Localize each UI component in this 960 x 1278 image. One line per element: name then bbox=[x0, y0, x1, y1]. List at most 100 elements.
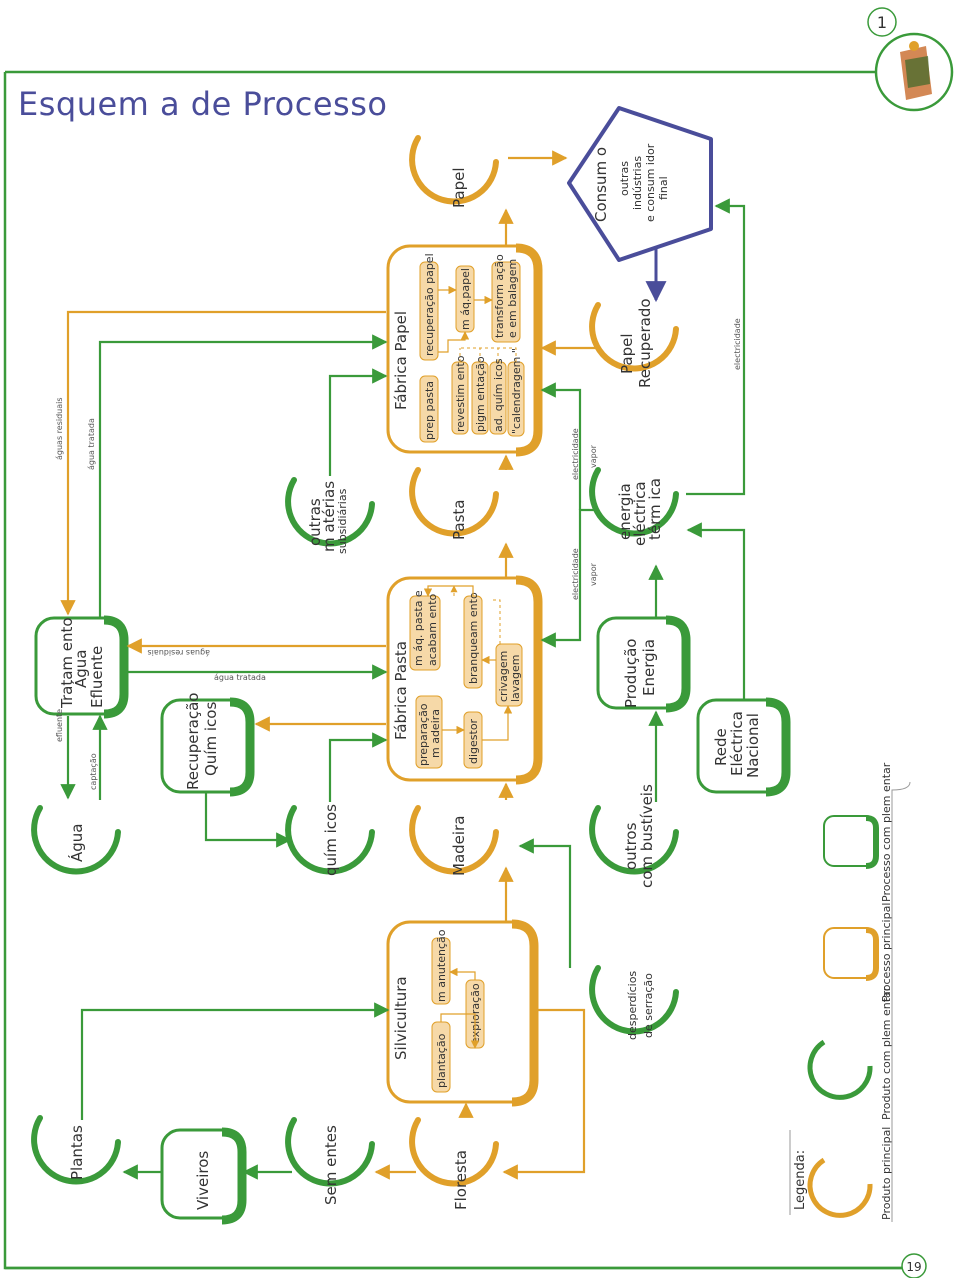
plantas-arc bbox=[31, 1115, 121, 1185]
legend-item-processo-complementar: Processo com plem entar bbox=[880, 762, 893, 902]
recuperacao-quimicos-box: Recuperação Quím icos bbox=[160, 693, 255, 797]
tratamento-label-2: Água bbox=[71, 650, 90, 688]
flow-silvicultura-floresta bbox=[502, 1008, 586, 1180]
energia-label-2: eléctrica bbox=[631, 481, 649, 546]
step-maq-pasta-1: m áq. pasta e bbox=[412, 590, 425, 666]
madeira-label: Madeira bbox=[450, 816, 468, 876]
step-plantacao: plantação bbox=[435, 1033, 448, 1088]
flow-residuais-papel bbox=[60, 310, 386, 616]
desperdicios-label-1: desperdícios bbox=[626, 971, 639, 1040]
step-transformacao-1: transform ação bbox=[493, 254, 506, 338]
step-maq-papel: m áq.papel bbox=[459, 268, 472, 330]
quimicos-arc bbox=[285, 805, 375, 875]
step-crivagem-2: lavagem bbox=[509, 654, 522, 702]
desperdicios-arc bbox=[589, 965, 679, 1035]
step-digestor: digestor bbox=[467, 718, 480, 764]
outras-materias-label-1: outras bbox=[306, 498, 324, 546]
step-recuperacao-papel: recuperação papel bbox=[423, 253, 436, 356]
papel-label: Papel bbox=[450, 168, 468, 208]
flow-agua-tratada-papel bbox=[98, 334, 388, 618]
flow-energia-pasta bbox=[540, 508, 596, 648]
recuperacao-label-2: Quím icos bbox=[202, 702, 220, 776]
outras-materias-arc bbox=[285, 477, 375, 547]
label-vapor-papel: vapor bbox=[589, 444, 598, 468]
page-number-bottom-badge bbox=[901, 1253, 927, 1278]
step-prep-pasta: prep pasta bbox=[423, 381, 436, 440]
label-electricidade-pasta: electricidade bbox=[571, 548, 580, 600]
step-manutencao: m anutenção bbox=[435, 929, 448, 1002]
label-captacao: captação bbox=[89, 753, 98, 790]
flow-materias-papel bbox=[328, 368, 388, 476]
flow-rede-energia bbox=[686, 522, 746, 700]
consumo-title: Consum o bbox=[592, 147, 610, 222]
label-agua-tratada-pasta: água tratada bbox=[214, 673, 266, 682]
label-electricidade-consumo: electricidade bbox=[733, 318, 742, 370]
tratamento-label-3: Efluente bbox=[88, 646, 106, 708]
fabrica-pasta-box: Fábrica Pasta preparação m adeira digest… bbox=[386, 575, 543, 785]
sementes-label: Sem entes bbox=[322, 1125, 340, 1205]
agua-label: Água bbox=[67, 824, 86, 862]
producao-energia-label-1: Produção bbox=[622, 639, 640, 708]
legend-title: Legenda: bbox=[793, 1150, 808, 1210]
rede-electrica-box: Rede Eléctrica Nacional bbox=[696, 697, 791, 797]
label-aguas-residuais-pasta: águas residuais bbox=[147, 648, 210, 657]
papel-recuperado-label-2: Recuperado bbox=[636, 298, 654, 388]
plantas-label: Plantas bbox=[68, 1125, 86, 1180]
pasta-label: Pasta bbox=[450, 500, 468, 540]
outros-combustiveis-label-2: com bustíveis bbox=[638, 784, 656, 888]
tratamento-label-1: Tratam ento bbox=[58, 617, 76, 709]
fabrica-pasta-title: Fábrica Pasta bbox=[392, 641, 410, 740]
producao-energia-label-2: Energia bbox=[640, 639, 658, 696]
fabrica-papel-box: Fábrica Papel prep pasta recuperação pap… bbox=[386, 243, 543, 457]
rede-label-3: Nacional bbox=[744, 713, 762, 778]
viveiros-box: Viveiros bbox=[160, 1127, 247, 1225]
page-number-top-badge bbox=[867, 7, 897, 37]
step-crivagem-1: crivagem bbox=[497, 651, 510, 702]
legend-produto-complementar-icon bbox=[807, 1039, 873, 1100]
legend-processo-principal-icon bbox=[823, 927, 877, 979]
flow-recuperacao-quimicos bbox=[204, 792, 292, 848]
outros-combustiveis-label-1: outros bbox=[622, 822, 640, 870]
step-calendragem: "calendragem " bbox=[510, 348, 523, 434]
step-maq-pasta-2: acabam ento bbox=[426, 593, 439, 666]
energia-arc bbox=[589, 467, 679, 537]
consumo-pentagon: Consum o outras indústrias e consum idor… bbox=[567, 106, 713, 262]
consumo-line-1: outras bbox=[618, 161, 631, 196]
flow-energia-consumo bbox=[686, 198, 746, 496]
rede-label-1: Rede bbox=[712, 728, 730, 766]
step-pigmentacao: pigm entação bbox=[474, 356, 487, 432]
outros-combustiveis-arc bbox=[589, 805, 679, 875]
label-efluente: efluente bbox=[55, 709, 64, 742]
consumo-line-4: final bbox=[657, 176, 670, 200]
logo-emblem bbox=[874, 32, 954, 112]
flow-energia-papel bbox=[540, 382, 582, 510]
legend-item-processo-principal: Processo principal bbox=[880, 903, 893, 1002]
legend: Legenda: Produto principal Produto com p… bbox=[789, 762, 911, 1222]
page-number-top: 1 bbox=[877, 13, 887, 32]
papel-arc bbox=[409, 135, 499, 205]
sementes-arc bbox=[285, 1117, 375, 1187]
flow-desperdicios-madeira bbox=[518, 838, 572, 968]
fabrica-papel-title: Fábrica Papel bbox=[392, 311, 410, 410]
madeira-arc bbox=[409, 805, 499, 875]
energia-label-3: térm ica bbox=[646, 478, 664, 540]
label-electricidade-papel: electricidade bbox=[571, 428, 580, 480]
flow-quimicos-pasta bbox=[328, 732, 388, 802]
step-branqueamento: branqueam ento bbox=[467, 592, 480, 684]
label-agua-tratada-papel: água tratada bbox=[87, 418, 96, 470]
tratamento-box: Tratam ento Água Efluente bbox=[34, 615, 129, 719]
consumo-line-2: indústrias bbox=[631, 156, 644, 210]
outras-materias-label-2: m atérias bbox=[320, 481, 338, 552]
consumo-line-3: e consum idor bbox=[644, 143, 657, 222]
energia-label-1: energia bbox=[616, 483, 634, 540]
label-vapor-pasta: vapor bbox=[589, 562, 598, 586]
flow-plantas-silvicultura bbox=[80, 1002, 390, 1120]
step-preparacao-1: preparação bbox=[417, 703, 430, 766]
step-revestimento: revestim ento bbox=[454, 355, 467, 432]
outras-materias-label-3: subsidiárias bbox=[336, 488, 349, 554]
papel-recuperado-label-1: Papel bbox=[618, 334, 636, 374]
silvicultura-box: Silvicultura plantação exploração m anut… bbox=[386, 919, 539, 1107]
rede-label-2: Eléctrica bbox=[728, 711, 746, 776]
legend-item-produto-complementar: Produto com plem entar bbox=[880, 986, 893, 1120]
